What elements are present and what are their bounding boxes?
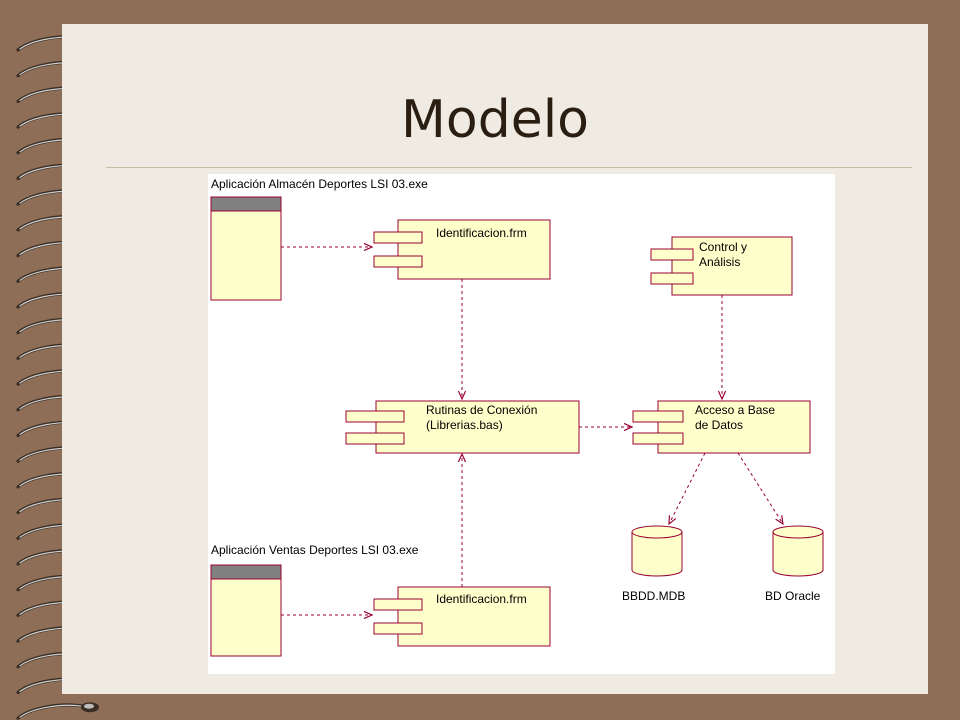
- slide-title: Modelo: [401, 90, 589, 150]
- component-label-acceso: Acceso a Base de Datos: [695, 403, 776, 432]
- component-label-identificacion-bottom: Identificacion.frm: [436, 592, 527, 606]
- package-ventas-label: Aplicación Ventas Deportes LSI 03.exe: [211, 543, 419, 557]
- database-label-oracle: BD Oracle: [765, 589, 821, 603]
- component-identificacion-bottom[interactable]: [373, 586, 551, 647]
- package-ventas[interactable]: [210, 564, 282, 657]
- database-bbdd-mdb[interactable]: [631, 525, 683, 577]
- component-label-rutinas: Rutinas de Conexión (Librerias.bas): [426, 403, 538, 432]
- spiral-ring: [16, 702, 99, 720]
- component-identificacion-top[interactable]: [373, 219, 551, 280]
- title-divider: [106, 167, 912, 168]
- database-bd-oracle[interactable]: [772, 525, 824, 577]
- component-control-analisis[interactable]: [650, 236, 793, 296]
- component-label-control: Control y Análisis: [699, 240, 748, 269]
- dependency-acceso-to-oracle: [737, 452, 783, 524]
- slide: Modelo: [62, 24, 928, 694]
- diagram-canvas: [210, 196, 824, 657]
- component-diagram: Aplicación Almacén Deportes LSI 03.exe A…: [208, 174, 835, 674]
- dependency-acceso-to-bbdd: [669, 452, 706, 524]
- package-almacen-label: Aplicación Almacén Deportes LSI 03.exe: [211, 177, 428, 191]
- component-label-identificacion-top: Identificacion.frm: [436, 226, 527, 240]
- package-almacen[interactable]: [210, 196, 282, 301]
- database-label-bbdd: BBDD.MDB: [622, 589, 686, 603]
- component-acceso-base-datos[interactable]: [632, 400, 811, 454]
